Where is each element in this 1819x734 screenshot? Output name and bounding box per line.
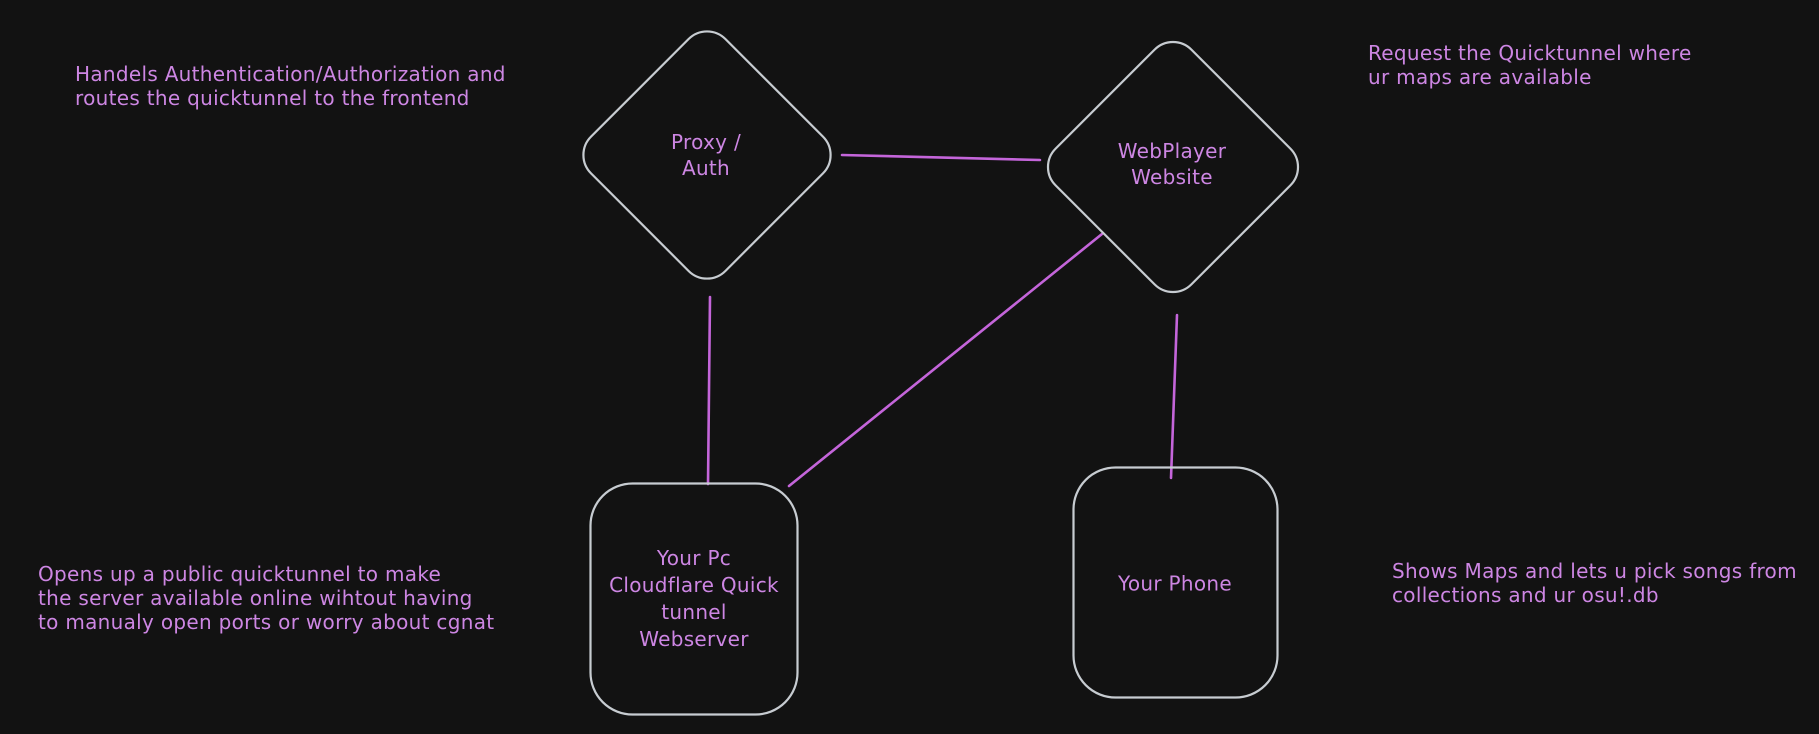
edge-webplayer-webserver bbox=[787, 232, 1104, 488]
edge-proxy-webplayer bbox=[840, 153, 1042, 162]
proxy-auth-diamond bbox=[582, 30, 832, 280]
proxy-auth-node-label: Proxy / Auth bbox=[671, 130, 741, 180]
webplayer-node-label: WebPlayer Website bbox=[1117, 139, 1227, 189]
note-bottom-left: Opens up a public quicktunnel to make th… bbox=[38, 562, 495, 634]
edge-webplayer-phone bbox=[1169, 313, 1179, 480]
phone-node-label: Your Phone bbox=[1117, 571, 1233, 596]
note-top-left: Handels Authentication/Authorization and… bbox=[75, 62, 506, 110]
note-top-right: Request the Quicktunnel where ur maps ar… bbox=[1368, 41, 1692, 89]
webplayer-diamond bbox=[1046, 40, 1300, 294]
webserver-box bbox=[589, 482, 799, 716]
note-bottom-right: Shows Maps and lets u pick songs from co… bbox=[1392, 559, 1797, 607]
phone-box bbox=[1072, 466, 1279, 699]
webserver-node-label: Your Pc Cloudflare Quick tunnel Webserve… bbox=[609, 546, 779, 651]
edge-proxy-webserver bbox=[706, 295, 712, 486]
